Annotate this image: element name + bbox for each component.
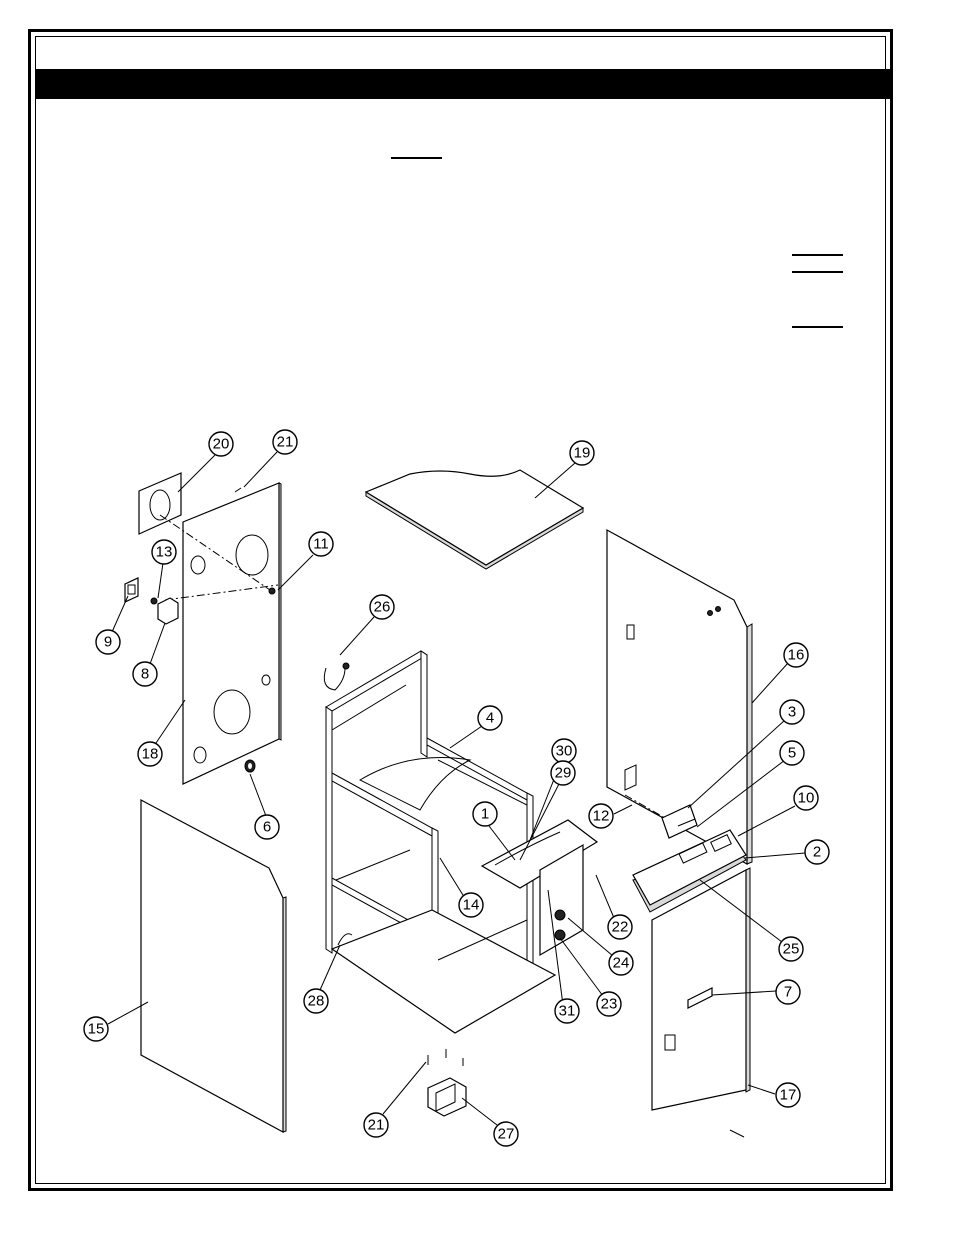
page-border-inner: [35, 36, 886, 1184]
callout-28: 28: [303, 988, 329, 1014]
callout-22: 22: [607, 914, 633, 940]
callout-18: 18: [137, 741, 163, 767]
callout-23: 23: [596, 991, 622, 1017]
svg-text:16: 16: [788, 647, 805, 664]
grommet: [244, 759, 256, 773]
callout-19: 19: [569, 440, 595, 466]
svg-text:15: 15: [88, 1021, 105, 1038]
gasket-square: [124, 577, 139, 603]
callout-6: 6: [254, 814, 280, 840]
svg-text:23: 23: [601, 996, 618, 1013]
callout-21-top: 21: [272, 429, 298, 455]
callout-30: 30: [551, 738, 577, 764]
svg-text:6: 6: [263, 819, 271, 836]
svg-text:26: 26: [374, 599, 391, 616]
svg-text:11: 11: [313, 536, 329, 553]
svg-text:19: 19: [574, 445, 591, 462]
right-side-panel: [606, 528, 753, 866]
wire-harness: [323, 662, 350, 691]
callout-4: 4: [477, 705, 503, 731]
svg-text:29: 29: [555, 765, 572, 782]
heading-underline: [391, 157, 442, 159]
screw-top: [234, 487, 242, 493]
svg-text:9: 9: [104, 634, 112, 651]
front-door: [651, 867, 751, 1138]
callout-5: 5: [779, 740, 805, 766]
svg-text:7: 7: [784, 984, 792, 1001]
transformer: [427, 1049, 467, 1117]
title-bar: [36, 69, 890, 99]
svg-text:31: 31: [559, 1003, 576, 1020]
cabinet-frame: [325, 650, 557, 1034]
svg-text:21: 21: [277, 434, 294, 451]
callout-16: 16: [783, 642, 809, 668]
blank-line-1: [792, 254, 843, 256]
callout-9: 9: [95, 629, 121, 655]
bracket-assembly: [624, 794, 698, 839]
svg-text:27: 27: [498, 1126, 515, 1143]
svg-text:20: 20: [213, 436, 230, 453]
callout-29: 29: [550, 760, 576, 786]
callout-31: 31: [554, 998, 580, 1024]
svg-text:14: 14: [463, 897, 480, 914]
svg-text:12: 12: [593, 808, 610, 825]
callout-24: 24: [608, 950, 634, 976]
svg-text:18: 18: [142, 746, 159, 763]
svg-text:21: 21: [368, 1117, 385, 1134]
callout-27: 27: [493, 1121, 519, 1147]
svg-text:22: 22: [612, 919, 629, 936]
callout-25: 25: [778, 936, 804, 962]
callout-17: 17: [775, 1082, 801, 1108]
callout-7: 7: [775, 979, 801, 1005]
vent-plate: [138, 472, 182, 535]
svg-text:30: 30: [556, 743, 573, 760]
callout-3: 3: [779, 699, 805, 725]
svg-text:3: 3: [788, 704, 796, 721]
svg-text:17: 17: [780, 1087, 797, 1104]
junction-box: [150, 597, 179, 625]
callout-10: 10: [793, 785, 819, 811]
callout-1: 1: [472, 801, 498, 827]
callout-2: 2: [804, 839, 830, 865]
callout-11: 11: [308, 531, 334, 557]
fitting-11: [268, 587, 276, 595]
svg-text:2: 2: [813, 844, 821, 861]
callout-12: 12: [588, 803, 614, 829]
svg-text:24: 24: [613, 955, 630, 972]
svg-text:8: 8: [141, 666, 149, 683]
svg-text:13: 13: [156, 544, 173, 561]
callout-13: 13: [151, 539, 177, 565]
left-side-panel: [140, 799, 287, 1134]
svg-text:5: 5: [788, 745, 796, 762]
callout-21-bottom: 21: [363, 1112, 389, 1138]
svg-text:10: 10: [798, 790, 815, 807]
svg-text:1: 1: [481, 806, 489, 823]
back-panel: [159, 482, 282, 785]
callout-15: 15: [83, 1016, 109, 1042]
svg-text:25: 25: [783, 941, 800, 958]
blank-line-2: [792, 271, 843, 273]
callout-14: 14: [458, 892, 484, 918]
callout-20: 20: [208, 431, 234, 457]
control-panel: [632, 829, 747, 913]
top-panel: [364, 469, 585, 570]
callout-8: 8: [132, 661, 158, 687]
svg-text:28: 28: [308, 993, 325, 1010]
blank-line-3: [792, 326, 843, 328]
blower-partition: [480, 819, 599, 957]
harness-bottom: [337, 933, 353, 946]
svg-text:4: 4: [486, 710, 494, 727]
page-border-outer: [28, 29, 893, 1191]
callout-26: 26: [369, 594, 395, 620]
